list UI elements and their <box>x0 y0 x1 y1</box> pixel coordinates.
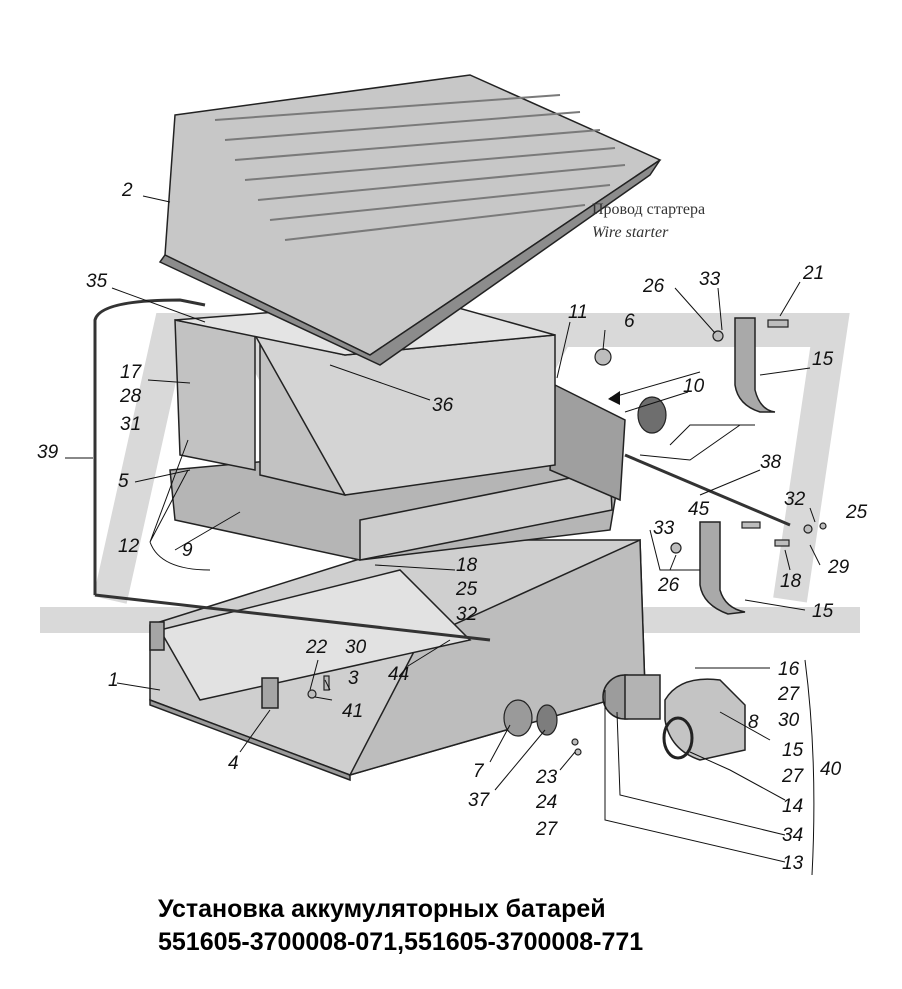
callout-4: 4 <box>228 753 239 774</box>
callout-37: 37 <box>468 790 491 811</box>
callout-27a: 27 <box>535 819 559 840</box>
callout-18a: 18 <box>780 571 802 592</box>
wire-label-ru: Провод стартера <box>592 201 705 218</box>
callout-33a: 33 <box>699 269 721 290</box>
callout-2: 2 <box>121 180 133 201</box>
callout-29: 29 <box>827 557 850 578</box>
callout-38: 38 <box>760 452 782 473</box>
callout-14: 14 <box>782 796 803 817</box>
callout-32a: 32 <box>784 489 806 510</box>
callout-41: 41 <box>342 701 363 722</box>
callout-15a: 15 <box>812 349 834 370</box>
callout-33b: 33 <box>653 518 675 539</box>
callout-27b: 27 <box>777 684 801 705</box>
caption-part-numbers: 551605-3700008-071,551605-3700008-771 <box>158 928 644 956</box>
callout-16: 16 <box>778 659 800 680</box>
callout-25b: 25 <box>455 579 478 600</box>
diagram-caption: Установка аккумуляторных батарей 551605-… <box>158 893 858 959</box>
callout-1: 1 <box>108 670 119 691</box>
callout-25a: 25 <box>845 502 868 523</box>
callout-24: 24 <box>535 792 557 813</box>
connector-assembly <box>602 674 746 761</box>
callout-45: 45 <box>688 499 710 520</box>
brackets <box>699 317 776 615</box>
callout-26a: 26 <box>642 276 665 297</box>
callout-13: 13 <box>782 853 804 874</box>
battery-cover <box>158 74 662 366</box>
callout-32b: 32 <box>456 604 478 625</box>
callout-9: 9 <box>182 540 193 561</box>
callout-34: 34 <box>782 825 803 846</box>
callout-28: 28 <box>119 386 142 407</box>
callout-35: 35 <box>86 271 108 292</box>
callout-8: 8 <box>748 712 759 733</box>
callouts: 2 35 17 28 31 39 5 12 9 36 11 6 10 26 33… <box>37 180 868 874</box>
callout-22: 22 <box>305 637 328 658</box>
callout-36: 36 <box>432 395 454 416</box>
battery-tray <box>149 538 646 782</box>
callout-15c: 15 <box>782 740 804 761</box>
leader-lines <box>65 195 821 876</box>
callout-44: 44 <box>388 664 409 685</box>
callout-10: 10 <box>683 376 705 397</box>
callout-30a: 30 <box>345 637 367 658</box>
fasteners <box>307 319 827 756</box>
callout-12: 12 <box>118 536 140 557</box>
callout-3: 3 <box>348 668 359 689</box>
callout-6: 6 <box>624 311 635 332</box>
callout-11: 11 <box>568 302 588 323</box>
callout-7: 7 <box>473 761 485 782</box>
caption-title: Установка аккумуляторных батарей <box>158 895 606 923</box>
callout-39: 39 <box>37 442 59 463</box>
callout-27c: 27 <box>781 766 805 787</box>
callout-17: 17 <box>120 362 143 383</box>
callout-40: 40 <box>820 759 842 780</box>
callout-26b: 26 <box>657 575 680 596</box>
callout-15b: 15 <box>812 601 834 622</box>
callout-21: 21 <box>802 263 824 284</box>
starter-wire-note: Провод стартера Wire starter <box>592 201 755 461</box>
callout-18b: 18 <box>456 555 478 576</box>
callout-30b: 30 <box>778 710 800 731</box>
callout-31: 31 <box>120 414 141 435</box>
wires <box>93 298 791 642</box>
callout-23: 23 <box>535 767 558 788</box>
wire-label-en: Wire starter <box>592 224 669 241</box>
callout-5: 5 <box>118 471 129 492</box>
